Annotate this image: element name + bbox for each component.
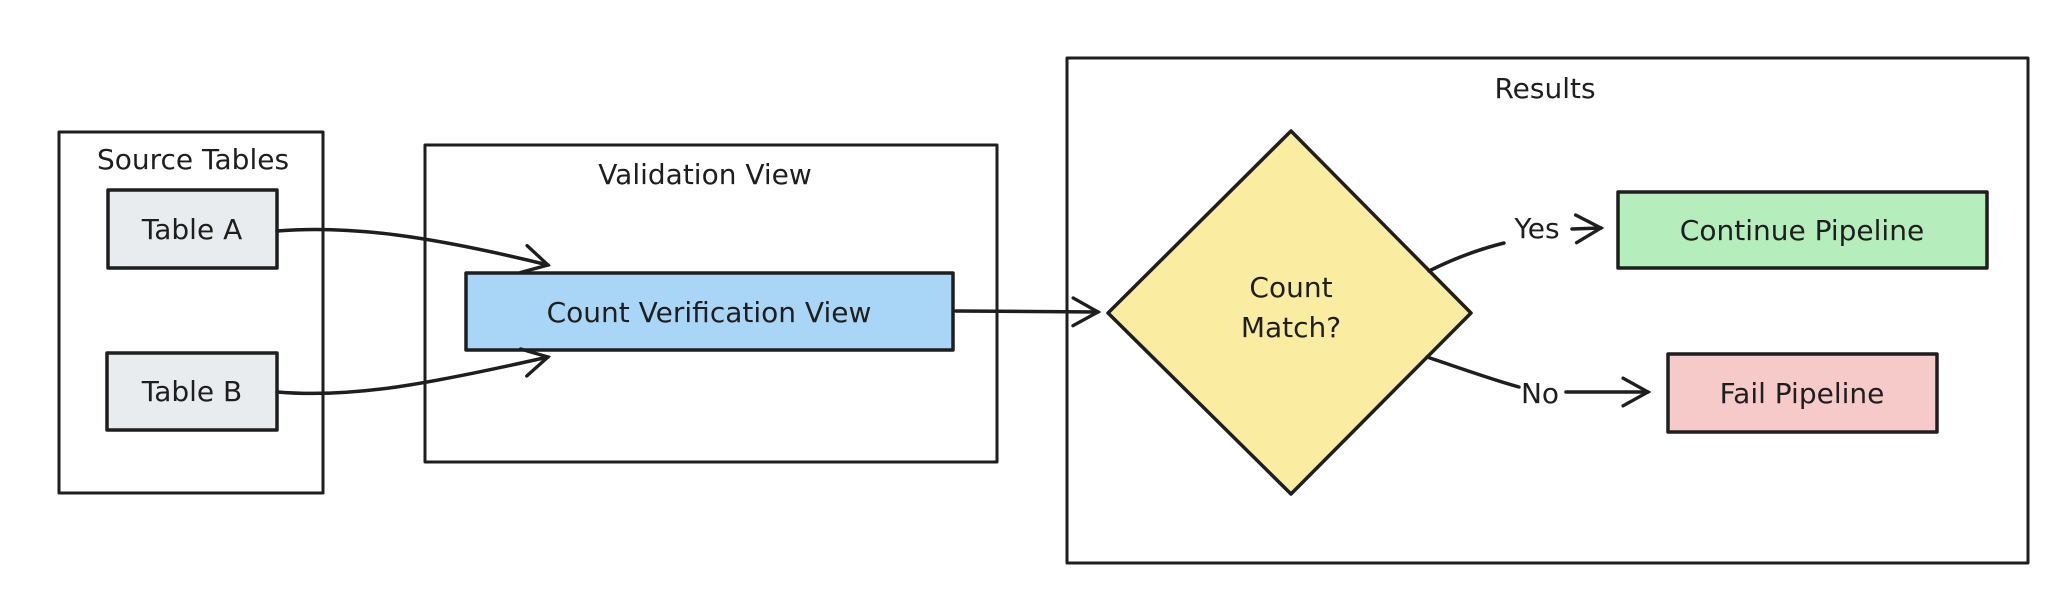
count-match-label-line1: Count <box>1249 271 1332 304</box>
table-a-node <box>106 188 279 270</box>
count-match-label-line2: Match? <box>1241 311 1341 344</box>
yes-edge-label: Yes <box>1513 212 1559 245</box>
yes-branch-line <box>1427 241 1506 273</box>
table-b-label: Table B <box>141 375 243 408</box>
continue-pipeline-label: Continue Pipeline <box>1680 214 1924 247</box>
continue-pipeline-node <box>1616 190 1989 270</box>
arrow-table-a-to-view <box>275 227 548 265</box>
validation-view-title: Validation View <box>598 158 812 191</box>
results-title: Results <box>1494 72 1595 105</box>
no-edge-label: No <box>1521 377 1559 410</box>
source-tables-title: Source Tables <box>97 143 289 176</box>
count-verification-view-label: Count Verification View <box>547 296 872 329</box>
fail-pipeline-node <box>1666 352 1939 434</box>
arrow-table-b-to-view <box>275 357 548 396</box>
count-match-diamond <box>1106 129 1473 496</box>
table-a-label: Table A <box>141 213 242 246</box>
table-b-node <box>105 351 279 432</box>
arrow-yes-to-continue <box>1570 228 1601 229</box>
no-branch-line <box>1425 355 1521 389</box>
fail-pipeline-label: Fail Pipeline <box>1720 377 1885 410</box>
arrow-view-to-match <box>954 311 1098 312</box>
count-verification-view-node <box>464 271 955 352</box>
source-tables-group <box>57 130 325 495</box>
